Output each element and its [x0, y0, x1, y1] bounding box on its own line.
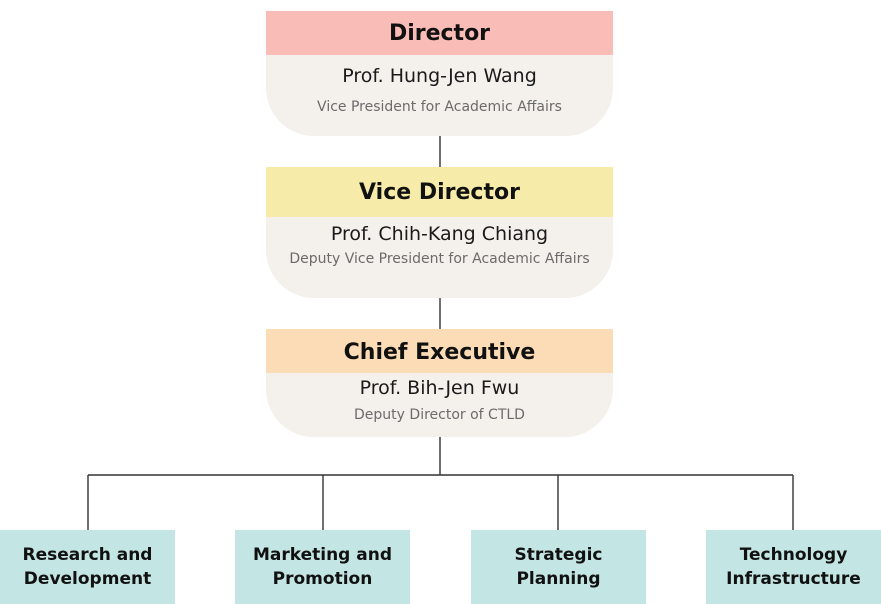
dept-label-line1: Strategic	[514, 545, 603, 565]
vice-director-card: Vice Director Prof. Chih-Kang Chiang Dep…	[266, 167, 613, 298]
dept-label-line2: Planning	[516, 569, 601, 589]
dept-label-line1: Marketing and	[252, 545, 393, 565]
director-title: Director	[266, 11, 613, 55]
dept-label-line2: Infrastructure	[726, 569, 861, 589]
vice-director-role: Deputy Vice President for Academic Affai…	[289, 251, 590, 267]
chief-executive-role: Deputy Director of CTLD	[354, 407, 525, 423]
dept-label-line2: Promotion	[272, 569, 373, 589]
chief-executive-title: Chief Executive	[266, 329, 613, 373]
dept-strategic-planning: Strategic Planning	[471, 530, 646, 604]
vice-director-title: Vice Director	[266, 167, 613, 217]
chief-executive-details: Prof. Bih-Jen Fwu Deputy Director of CTL…	[266, 373, 613, 437]
chief-executive-card: Chief Executive Prof. Bih-Jen Fwu Deputy…	[266, 329, 613, 437]
director-name: Prof. Hung-Jen Wang	[342, 65, 537, 87]
director-card: Director Prof. Hung-Jen Wang Vice Presid…	[266, 11, 613, 136]
dept-research-development: Research and Development	[0, 530, 175, 604]
dept-label-line1: Research and	[22, 545, 153, 565]
vice-director-name: Prof. Chih-Kang Chiang	[330, 223, 549, 245]
director-details: Prof. Hung-Jen Wang Vice President for A…	[266, 55, 613, 136]
vice-director-details: Prof. Chih-Kang Chiang Deputy Vice Presi…	[266, 217, 613, 298]
director-role: Vice President for Academic Affairs	[317, 99, 562, 115]
chief-executive-name: Prof. Bih-Jen Fwu	[359, 377, 520, 399]
dept-label-line2: Development	[23, 569, 152, 589]
dept-marketing-promotion: Marketing and Promotion	[235, 530, 410, 604]
dept-technology-infrastructure: Technology Infrastructure	[706, 530, 881, 604]
dept-label-line1: Technology	[739, 545, 848, 565]
